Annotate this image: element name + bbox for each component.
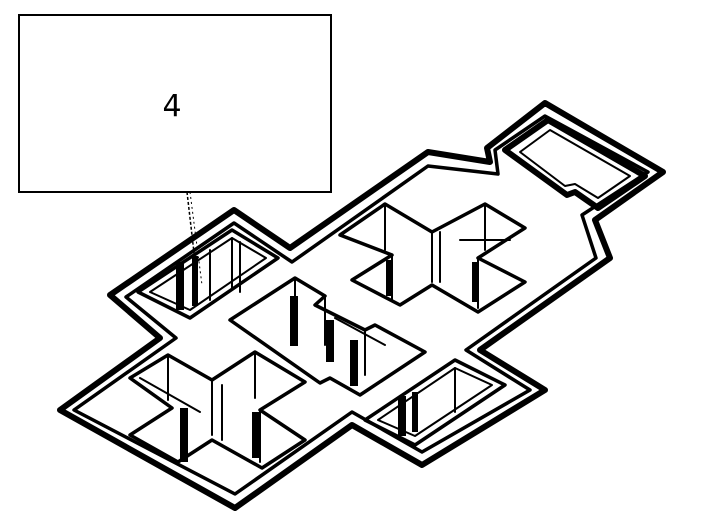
pocket-cross-lower-left bbox=[128, 350, 307, 470]
tray-outline bbox=[57, 100, 666, 511]
pocket-center bbox=[228, 276, 427, 397]
callout-label: 4 bbox=[162, 89, 181, 124]
pocket-upper-left bbox=[136, 228, 280, 320]
pocket-lower-right bbox=[363, 358, 507, 447]
pocket-cross-upper-right bbox=[338, 202, 527, 314]
callout-box: 4 bbox=[18, 14, 332, 193]
pocket-top-right bbox=[502, 117, 648, 211]
